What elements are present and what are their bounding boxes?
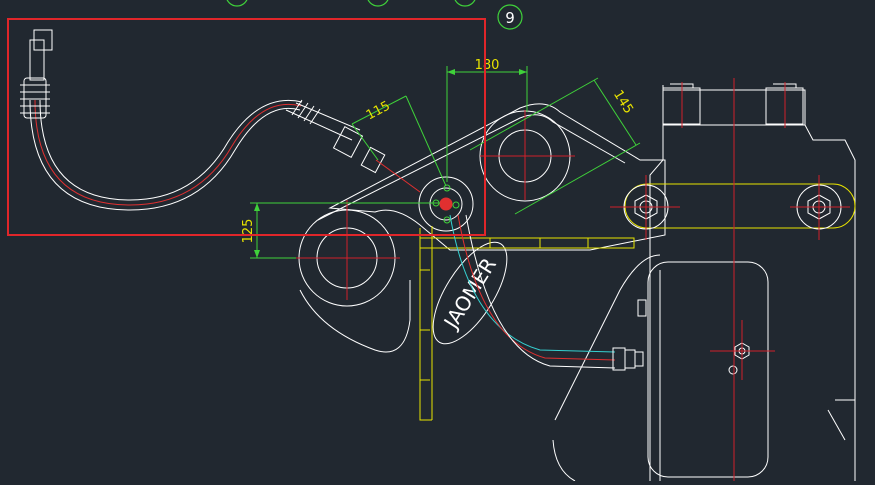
hose-assembly[interactable]	[20, 29, 421, 211]
balloon-9-label: 9	[505, 9, 515, 27]
housing-hidden-lines	[419, 183, 856, 421]
dimension-145-label: 145	[610, 88, 636, 117]
dimension-180[interactable]: 180	[446, 58, 528, 182]
dimension-145[interactable]: 145	[469, 77, 641, 215]
dimension-115-label: 115	[364, 98, 393, 123]
dimension-125[interactable]: 125	[241, 202, 440, 259]
balloon-9[interactable]: 9	[497, 4, 523, 30]
balloon-fragments	[226, 0, 476, 7]
dimension-115[interactable]: 115	[351, 95, 447, 187]
housing-body[interactable]	[552, 83, 856, 482]
center-lines	[290, 78, 850, 481]
dimension-180-label: 180	[475, 58, 500, 73]
lower-hose[interactable]	[449, 214, 644, 371]
linkage-bracket[interactable]	[298, 103, 666, 353]
housing-fitting[interactable]	[637, 299, 750, 375]
dimension-125-label: 125	[241, 219, 256, 244]
selection-rectangle[interactable]	[7, 18, 486, 236]
